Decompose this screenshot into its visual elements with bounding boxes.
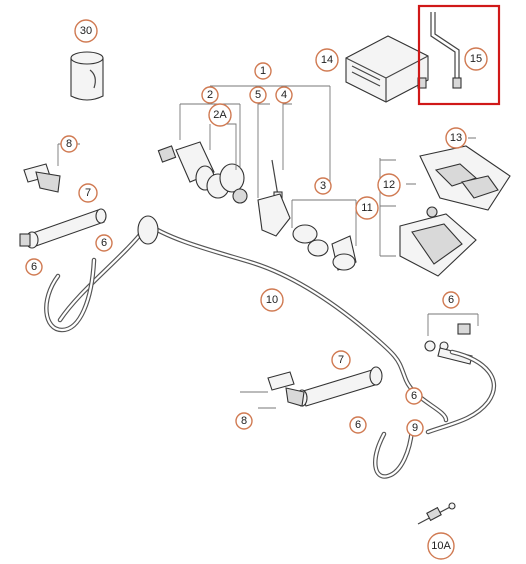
assembly-leaders [179,85,357,246]
svg-text:8: 8 [241,415,247,427]
svg-text:7: 7 [338,354,344,366]
hose-loops [44,257,496,479]
control-box-part [345,35,429,103]
callout-10a[interactable]: 10A [427,532,455,560]
callout-30[interactable]: 30 [74,19,98,43]
svg-text:5: 5 [255,89,261,101]
svg-text:8: 8 [66,138,72,150]
pin-bracket-lower-part [240,371,305,409]
valve-assembly-part [157,141,357,271]
svg-text:12: 12 [383,179,395,191]
callout-5[interactable]: 5 [249,86,267,104]
filter-canister-part [70,51,104,101]
svg-text:2: 2 [207,89,213,101]
callout-9[interactable]: 9 [406,419,424,437]
callout-6-right[interactable]: 6 [442,291,460,309]
hose-main-part [57,215,449,423]
callout-12[interactable]: 12 [377,173,401,197]
callout-2a[interactable]: 2A [208,103,232,127]
callout-11[interactable]: 11 [355,196,379,220]
callout-7-lower[interactable]: 7 [331,350,351,370]
svg-text:11: 11 [361,202,372,214]
cylinder-upper-part [19,208,107,249]
callout-15[interactable]: 15 [464,47,488,71]
callout-6-lower-left[interactable]: 6 [349,416,367,434]
svg-text:6: 6 [355,419,361,431]
svg-text:1: 1 [260,65,266,77]
fitting-10a-part [417,502,456,525]
sensor-rod-part [430,12,462,89]
svg-text:3: 3 [320,180,326,192]
callout-14[interactable]: 14 [315,48,339,72]
callout-10[interactable]: 10 [260,288,284,312]
svg-text:7: 7 [85,187,91,199]
fittings-part [424,313,479,365]
svg-text:30: 30 [80,25,92,37]
svg-text:10: 10 [266,294,278,306]
valve-block-part [399,132,511,277]
callout-2[interactable]: 2 [201,86,219,104]
callout-8-upper[interactable]: 8 [60,135,78,153]
svg-text:10A: 10A [431,540,451,552]
cylinder-lower-part [296,366,383,407]
valve-block-leaders [379,137,476,257]
svg-text:9: 9 [412,422,418,434]
callout-13[interactable]: 13 [445,127,467,149]
callout-6-upper-left[interactable]: 6 [25,258,43,276]
svg-text:6: 6 [31,261,37,273]
svg-text:4: 4 [281,89,287,101]
pin-bracket-upper-part [23,143,80,193]
svg-text:6: 6 [448,294,454,306]
svg-text:2A: 2A [213,109,227,121]
svg-text:6: 6 [101,237,107,249]
callout-6-lower-right[interactable]: 6 [405,387,423,405]
callout-6-upper-right[interactable]: 6 [95,234,113,252]
callout-4[interactable]: 4 [275,86,293,104]
svg-text:15: 15 [470,53,482,65]
callout-7-upper[interactable]: 7 [78,183,98,203]
callout-8-lower[interactable]: 8 [235,412,253,430]
svg-text:14: 14 [321,54,333,66]
svg-text:13: 13 [450,132,462,144]
svg-text:6: 6 [411,390,417,402]
callout-3[interactable]: 3 [314,177,332,195]
highlight-box [417,4,501,106]
callout-1[interactable]: 1 [254,62,272,80]
